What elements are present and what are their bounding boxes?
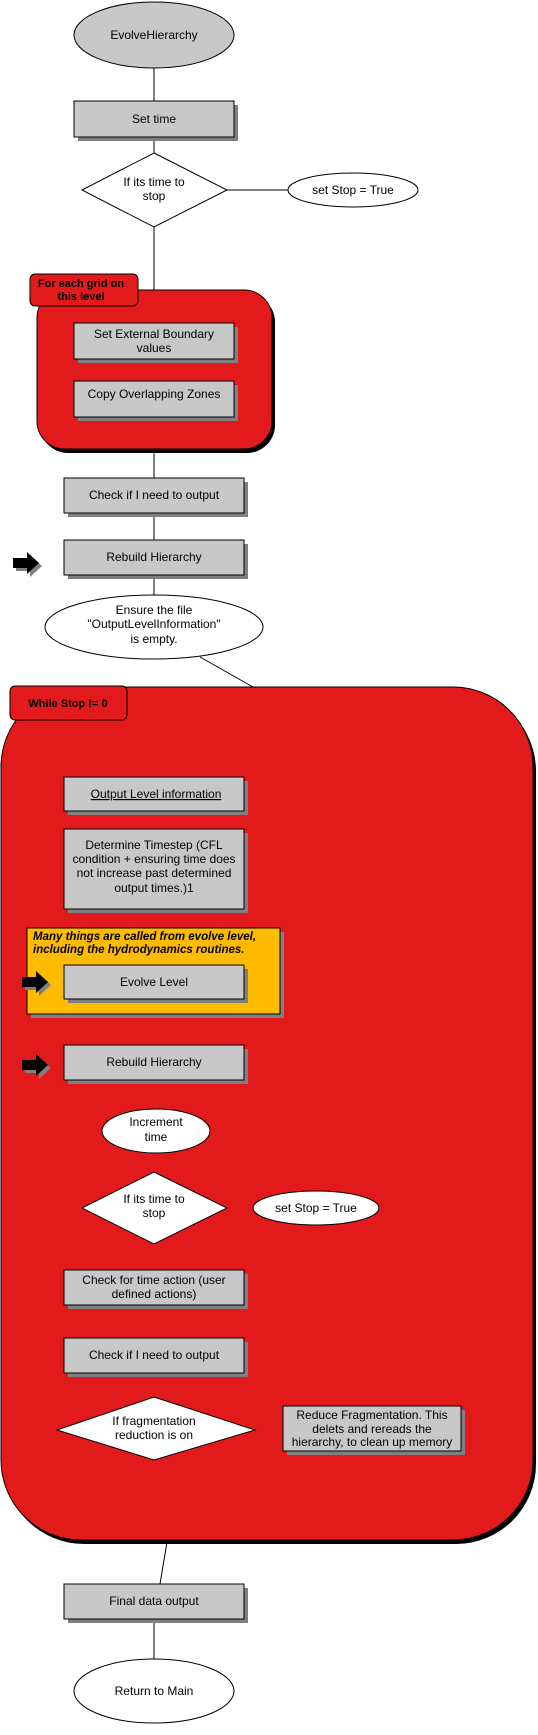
- decision-1-line-2: stop: [143, 189, 166, 203]
- right-arrow-icon: [22, 1054, 51, 1079]
- set-stop-node-2: set Stop = True: [252, 1190, 380, 1226]
- determine-timestep-line-3: not increase past determined: [77, 866, 232, 880]
- set-stop-node-1: set Stop = True: [287, 172, 419, 208]
- ensure-file-line-3: is empty.: [130, 632, 177, 646]
- check-time-action-box: Check for time action (user defined acti…: [63, 1269, 248, 1309]
- right-arrow-icon: [13, 552, 42, 577]
- grid-loop-line-1: For each grid on: [38, 278, 124, 290]
- evolve-level-label: Evolve Level: [120, 975, 188, 989]
- start-node: EvolveHierarchy: [73, 1, 235, 69]
- increment-time-line-1: Increment: [129, 1115, 183, 1129]
- increment-time-node: Increment time: [101, 1108, 211, 1154]
- start-label: EvolveHierarchy: [110, 28, 197, 42]
- rebuild-hierarchy-box-1: Rebuild Hierarchy: [63, 539, 248, 579]
- reduce-fragmentation-line-3: hierarchy, to clean up memory: [292, 1435, 453, 1449]
- set-time-label: Set time: [132, 112, 176, 126]
- set-stop-2-label: set Stop = True: [275, 1201, 357, 1215]
- check-output-box-1: Check if I need to output: [63, 477, 248, 517]
- time-to-stop-decision-1: If its time to stop: [80, 152, 229, 228]
- ensure-file-line-1: Ensure the file: [116, 603, 193, 617]
- set-external-boundary-line-2: values: [137, 341, 172, 355]
- output-level-info-label: Output Level information: [91, 787, 222, 801]
- set-external-boundary-line-1: Set External Boundary: [94, 327, 214, 341]
- determine-timestep-line-2: condition + ensuring time does: [72, 852, 235, 866]
- set-stop-1-label: set Stop = True: [312, 183, 394, 197]
- fragmentation-line-1: If fragmentation: [112, 1414, 195, 1428]
- check-output-box-2: Check if I need to output: [63, 1337, 248, 1377]
- rebuild-hierarchy-box-2: Rebuild Hierarchy: [63, 1044, 248, 1084]
- return-main-label: Return to Main: [115, 1684, 194, 1698]
- evolve-note-line-1: Many things are called from evolve level…: [33, 931, 256, 943]
- output-level-info-box: Output Level information: [63, 776, 248, 815]
- fragmentation-decision: If fragmentation reduction is on: [55, 1396, 257, 1461]
- determine-timestep-line-1: Determine Timestep (CFL: [85, 838, 223, 852]
- check-time-action-line-2: defined actions): [112, 1287, 197, 1301]
- fragmentation-line-2: reduction is on: [115, 1428, 193, 1442]
- reduce-fragmentation-line-1: Reduce Fragmentation. This: [296, 1408, 447, 1422]
- grid-loop-region: [36, 289, 275, 453]
- while-loop-text: While Stop != 0: [28, 698, 107, 710]
- final-output-label: Final data output: [109, 1594, 199, 1608]
- evolve-note-line-2: including the hydrodynamics routines.: [33, 944, 245, 956]
- determine-timestep-line-4: output times.)1: [114, 881, 194, 895]
- return-main-node: Return to Main: [73, 1658, 235, 1724]
- grid-loop-line-2: this level: [57, 291, 104, 303]
- right-arrow-icon: [22, 971, 51, 996]
- rebuild-hierarchy-2-label: Rebuild Hierarchy: [106, 1055, 201, 1069]
- evolve-level-box: Evolve Level: [63, 964, 248, 1003]
- ensure-file-line-2: "OutputLevelInformation": [87, 617, 220, 631]
- final-output-box: Final data output: [63, 1583, 248, 1623]
- determine-timestep-box: Determine Timestep (CFL condition + ensu…: [63, 828, 248, 913]
- copy-overlapping-box: Copy Overlapping Zones: [73, 380, 238, 421]
- ensure-file-node: Ensure the file "OutputLevelInformation"…: [44, 594, 264, 660]
- decision-1-line-1: If its time to: [123, 175, 185, 189]
- time-to-stop-decision-2: If its time to stop: [80, 1171, 229, 1245]
- check-output-1-label: Check if I need to output: [89, 488, 220, 502]
- reduce-fragmentation-box: Reduce Fragmentation. This delets and re…: [282, 1405, 465, 1455]
- copy-overlapping-label: Copy Overlapping Zones: [88, 387, 221, 401]
- check-time-action-line-1: Check for time action (user: [82, 1273, 225, 1287]
- increment-time-line-2: time: [145, 1130, 168, 1144]
- set-time-box: Set time: [73, 100, 238, 141]
- while-loop-label: While Stop != 0: [9, 685, 128, 721]
- decision-2-line-2: stop: [143, 1206, 166, 1220]
- reduce-fragmentation-line-2: delets and rereads the: [312, 1422, 432, 1436]
- check-output-2-label: Check if I need to output: [89, 1348, 220, 1362]
- grid-loop-label: For each grid on this level: [29, 273, 139, 307]
- rebuild-hierarchy-1-label: Rebuild Hierarchy: [106, 550, 201, 564]
- decision-2-line-1: If its time to: [123, 1192, 185, 1206]
- set-external-boundary-box: Set External Boundary values: [73, 322, 238, 363]
